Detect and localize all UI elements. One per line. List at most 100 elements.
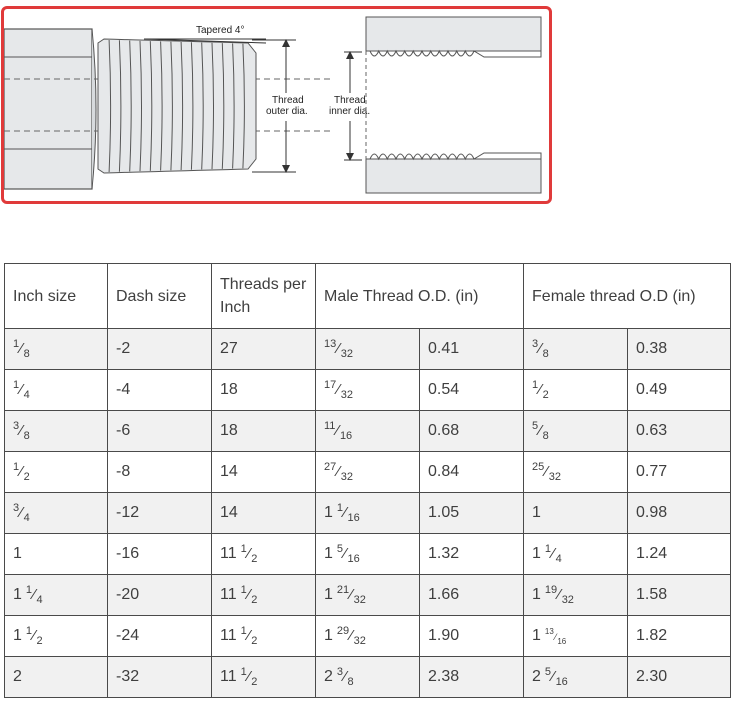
cell-dash-size: -8 bbox=[107, 451, 212, 493]
cell-dash-size: -32 bbox=[107, 656, 212, 698]
thread-ridge bbox=[149, 41, 153, 171]
numerator: 1 bbox=[532, 379, 539, 391]
cell-dash-size: -6 bbox=[107, 410, 212, 452]
thread-ridge bbox=[180, 41, 184, 171]
cell-male-od-fraction: 13⁄32 bbox=[315, 328, 420, 370]
whole-part: 1 bbox=[13, 627, 22, 644]
denominator: 2 bbox=[251, 635, 258, 647]
denominator: 32 bbox=[548, 471, 562, 483]
numerator: 5 bbox=[532, 420, 539, 432]
denominator: 16 bbox=[347, 553, 360, 565]
cell-female-od-fraction-value: 1 bbox=[532, 504, 541, 521]
numerator: 3 bbox=[532, 338, 539, 350]
denominator: 2 bbox=[251, 553, 258, 565]
denominator: 2 bbox=[36, 635, 43, 647]
thread-diagram: Tapered 4° Thread outer dia. Thread inne… bbox=[1, 6, 552, 204]
cell-female-od-decimal: 2.30 bbox=[627, 656, 732, 698]
cell-male-od-fraction-value: 11⁄16 bbox=[324, 420, 353, 442]
thread-ridge bbox=[211, 42, 214, 170]
numerator: 3 bbox=[13, 502, 20, 514]
table-header-row: Inch size Dash size Threads per Inch Mal… bbox=[4, 263, 732, 329]
cell-inch-size-value: 3⁄8 bbox=[13, 420, 30, 442]
thread-ridge bbox=[129, 40, 132, 172]
cell-inch-size-value: 2 bbox=[13, 668, 22, 685]
denominator: 2 bbox=[251, 676, 258, 688]
cell-male-od-decimal: 2.38 bbox=[418, 656, 525, 698]
numerator: 29 bbox=[336, 625, 350, 637]
whole-part: 18 bbox=[220, 381, 238, 398]
cell-dash-size: -24 bbox=[107, 615, 212, 657]
header-threads-per-inch: Threads per Inch bbox=[211, 263, 316, 329]
cell-dash-size: -16 bbox=[107, 533, 212, 575]
numerator: 1 bbox=[240, 666, 247, 678]
cell-threads-per-inch: 14 bbox=[211, 492, 316, 534]
cell-threads-per-inch: 18 bbox=[211, 369, 316, 411]
thread-ridge bbox=[221, 43, 225, 169]
cell-female-od-decimal: 1.82 bbox=[627, 615, 732, 657]
thread-ridge bbox=[242, 43, 245, 169]
denominator: 8 bbox=[23, 348, 30, 360]
denominator: 2 bbox=[542, 389, 549, 401]
thread-ridge bbox=[160, 41, 163, 171]
numerator: 27 bbox=[324, 461, 337, 473]
male-fitting bbox=[4, 28, 334, 190]
numerator: 11 bbox=[324, 420, 336, 432]
cell-inch-size: 2 bbox=[4, 656, 108, 698]
denominator: 8 bbox=[23, 430, 30, 442]
whole-part: 2 bbox=[13, 668, 22, 685]
cell-inch-size-value: 1⁄2 bbox=[13, 461, 30, 483]
cell-male-od-fraction-value: 17⁄32 bbox=[324, 379, 354, 401]
outer-label-line1: Thread bbox=[272, 95, 304, 106]
header-male-thread-od: Male Thread O.D. (in) bbox=[314, 263, 525, 329]
header-female-thread-od: Female thread O.D (in) bbox=[523, 263, 732, 329]
cell-threads-per-inch: 14 bbox=[211, 451, 316, 493]
numerator: 5 bbox=[336, 543, 344, 555]
numerator: 1 bbox=[25, 625, 33, 637]
cell-female-od-decimal: 0.98 bbox=[627, 492, 732, 534]
cell-male-od-decimal: 1.90 bbox=[418, 615, 525, 657]
cell-female-od-fraction-value: 1⁄2 bbox=[532, 379, 549, 401]
cell-inch-size-value: 1⁄8 bbox=[13, 338, 30, 360]
denominator: 2 bbox=[251, 594, 258, 606]
numerator: 13 bbox=[544, 626, 554, 636]
whole-part: 1 bbox=[324, 545, 333, 562]
denominator: 32 bbox=[561, 594, 574, 606]
cell-dash-size: -2 bbox=[107, 328, 212, 370]
numerator: 3 bbox=[336, 666, 344, 678]
thread-ridge bbox=[118, 40, 122, 172]
denominator: 16 bbox=[347, 512, 360, 524]
inner-diameter-dimension: Thread inner dia. bbox=[329, 51, 374, 161]
thread-size-table: Inch size Dash size Threads per Inch Mal… bbox=[4, 263, 732, 698]
header-dash-size: Dash size bbox=[107, 263, 212, 329]
thread-size-table-container: Inch size Dash size Threads per Inch Mal… bbox=[4, 263, 732, 698]
denominator: 4 bbox=[36, 594, 43, 606]
thread-ridge bbox=[232, 43, 235, 169]
thread-ridge bbox=[201, 42, 204, 170]
cell-dash-size: -4 bbox=[107, 369, 212, 411]
thread-ridge bbox=[190, 42, 194, 170]
cell-female-od-decimal: 0.49 bbox=[627, 369, 732, 411]
numerator: 1 bbox=[544, 543, 552, 555]
whole-part: 2 bbox=[532, 668, 541, 685]
denominator: 32 bbox=[340, 389, 354, 401]
cell-threads-per-inch-value: 14 bbox=[220, 463, 238, 480]
denominator: 4 bbox=[23, 512, 30, 524]
